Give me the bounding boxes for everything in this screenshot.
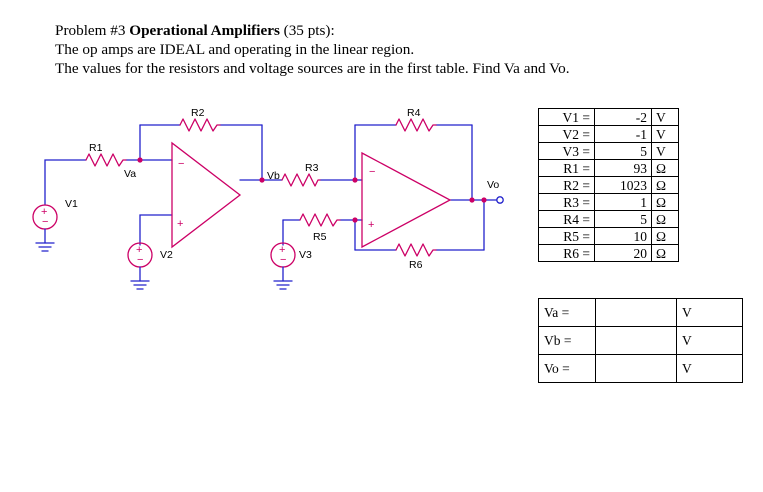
label-r3: R3 [305,162,319,174]
row-value: -2 [594,108,652,126]
label-va: Va [124,168,136,180]
row-label: V2 = [538,125,595,143]
row-unit: V [651,142,679,160]
table-row: R6 = 20 Ω [538,244,679,262]
answer-blank-vo[interactable] [595,354,677,383]
row-unit: V [651,108,679,126]
label-r2: R2 [191,107,205,119]
table-row: V3 = 5 V [538,142,679,160]
v3-plus: + [279,244,285,256]
row-label: R3 = [538,193,595,211]
answer-blank-vb[interactable] [595,326,677,355]
row-value: 1023 [594,176,652,194]
answer-unit: V [676,298,743,327]
opamp1-plus: + [177,218,183,230]
row-label: R4 = [538,210,595,228]
answer-label: Va = [538,298,596,327]
row-value: -1 [594,125,652,143]
row-value: 93 [594,159,652,177]
table-row: R5 = 10 Ω [538,227,679,245]
row-label: V1 = [538,108,595,126]
row-unit: Ω [651,176,679,194]
label-r1: R1 [89,142,103,154]
problem-title: Problem #3 Operational Amplifiers (35 pt… [55,22,335,40]
row-label: R6 = [538,244,595,262]
row-unit: V [651,125,679,143]
table-row: Va = V [538,298,743,327]
label-vb: Vb [267,170,280,182]
problem-number: Problem #3 [55,22,126,39]
problem-line-2: The op amps are IDEAL and operating in t… [55,41,415,58]
answer-unit: V [676,326,743,355]
v1-plus: + [41,206,47,218]
table-row: Vb = V [538,326,743,355]
row-unit: Ω [651,159,679,177]
given-values-table: V1 = -2 V V2 = -1 V V3 = 5 V R1 = 93 Ω R… [538,108,679,262]
answers-table: Va = V Vb = V Vo = V [538,298,743,383]
answer-unit: V [676,354,743,383]
table-row: R2 = 1023 Ω [538,176,679,194]
label-v1: V1 [65,198,78,210]
v1-minus: − [42,216,48,228]
row-value: 5 [594,210,652,228]
opamp2-minus: − [369,166,375,178]
label-r5: R5 [313,231,327,243]
cut-off-header [55,0,715,6]
answer-label: Vo = [538,354,596,383]
label-v2: V2 [160,249,173,261]
row-value: 10 [594,227,652,245]
problem-points: (35 pts): [283,22,335,39]
circuit-diagram: R1 R2 R3 R4 R5 R6 V1 V2 V3 Va Vb Vo − + … [0,95,540,325]
row-value: 1 [594,193,652,211]
row-unit: Ω [651,193,679,211]
table-row: R3 = 1 Ω [538,193,679,211]
v3-minus: − [280,254,286,266]
row-label: R2 = [538,176,595,194]
problem-topic: Operational Amplifiers [129,22,280,39]
answer-label: Vb = [538,326,596,355]
v2-plus: + [136,244,142,256]
v2-minus: − [137,254,143,266]
opamp1-minus: − [178,158,184,170]
row-label: R1 = [538,159,595,177]
row-unit: Ω [651,210,679,228]
table-row: V1 = -2 V [538,108,679,126]
label-v3: V3 [299,249,312,261]
table-row: Vo = V [538,354,743,383]
label-r6: R6 [409,259,423,271]
opamp2-plus: + [368,219,374,231]
given-values-body: V1 = -2 V V2 = -1 V V3 = 5 V R1 = 93 Ω R… [538,108,679,262]
row-value: 5 [594,142,652,160]
row-unit: Ω [651,227,679,245]
table-row: R4 = 5 Ω [538,210,679,228]
answer-blank-va[interactable] [595,298,677,327]
row-unit: Ω [651,244,679,262]
row-label: V3 = [538,142,595,160]
answers-body: Va = V Vb = V Vo = V [538,298,743,383]
problem-line-3: The values for the resistors and voltage… [55,60,570,77]
label-r4: R4 [407,107,421,119]
table-row: R1 = 93 Ω [538,159,679,177]
row-value: 20 [594,244,652,262]
table-row: V2 = -1 V [538,125,679,143]
row-label: R5 = [538,227,595,245]
label-vo: Vo [487,179,499,191]
